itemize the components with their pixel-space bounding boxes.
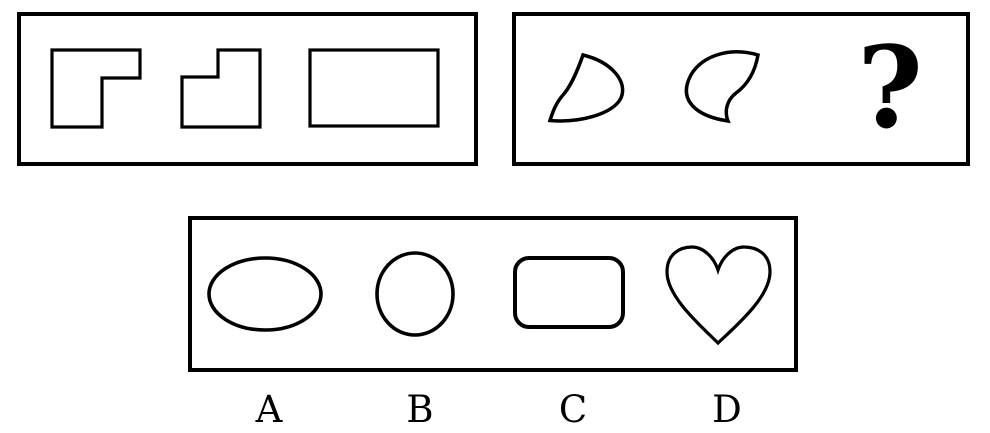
- option-shapes: [207, 245, 772, 346]
- option-label-d[interactable]: D: [712, 388, 742, 431]
- comma-blob-left-icon: [547, 52, 625, 123]
- options-panel: [188, 216, 798, 372]
- option-label-c[interactable]: C: [558, 388, 588, 431]
- sequence-shapes: [50, 48, 440, 129]
- notched-rectangle-top-left-icon: [180, 48, 262, 129]
- option-label-b[interactable]: B: [406, 388, 434, 431]
- analogy-panel: ?: [512, 12, 970, 166]
- notched-rectangle-bottom-right-icon: [50, 48, 142, 129]
- analogy-shapes: ?: [547, 23, 923, 154]
- comma-blob-right-icon: [684, 50, 760, 124]
- option-c-rounded-rectangle-icon[interactable]: [513, 256, 625, 329]
- option-d-heart-icon[interactable]: [665, 245, 772, 346]
- option-a-ellipse-icon[interactable]: [207, 256, 323, 332]
- option-label-a[interactable]: A: [255, 388, 283, 431]
- rectangle-icon: [308, 48, 440, 128]
- sequence-panel: [17, 12, 478, 166]
- option-b-circle-icon[interactable]: [375, 251, 455, 337]
- question-mark: ?: [857, 23, 923, 154]
